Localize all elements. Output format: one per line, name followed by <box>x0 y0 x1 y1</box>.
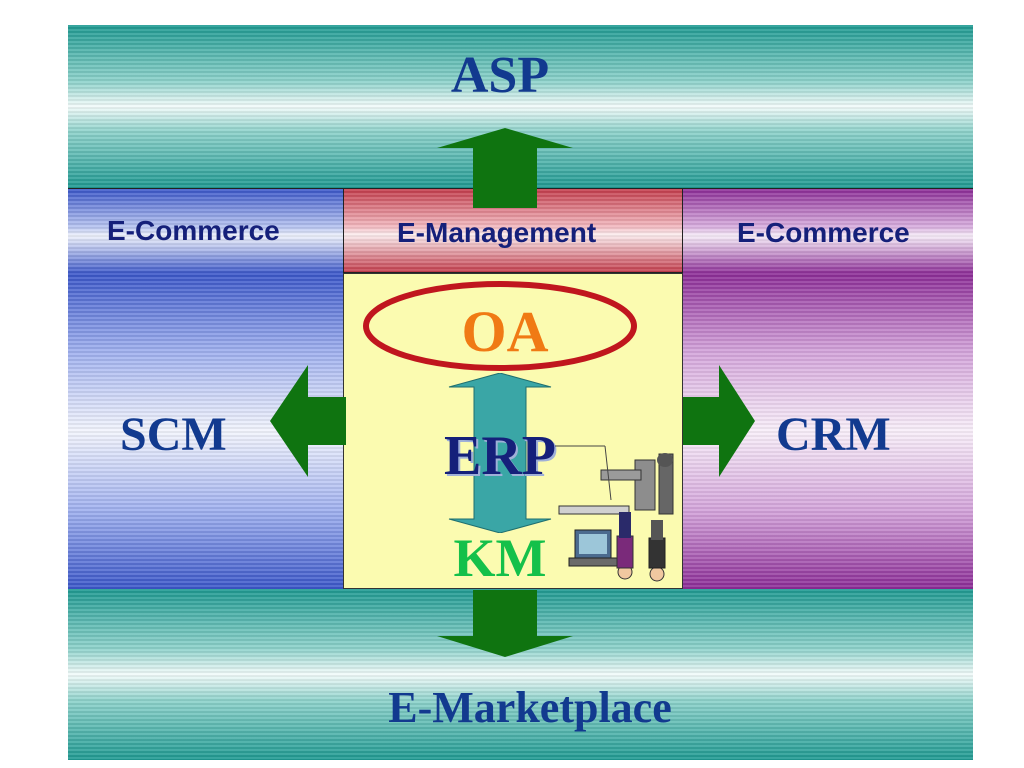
header-left-band <box>68 188 343 275</box>
header-left-label: E-Commerce <box>107 215 280 246</box>
asp-label: ASP <box>450 47 550 104</box>
header-right-band <box>683 188 973 275</box>
right-arrow-icon <box>683 365 755 477</box>
km-label: KM <box>453 528 547 588</box>
header-right-label: E-Commerce <box>737 217 910 248</box>
oa-label: OA <box>461 299 549 364</box>
oa-oval <box>363 281 637 371</box>
crm-label: CRM <box>776 408 891 461</box>
e-marketplace-label: E-Marketplace <box>388 683 672 732</box>
erp-label: ERP <box>444 425 556 487</box>
left-arrow-icon <box>270 365 346 477</box>
down-arrow-icon <box>437 590 573 657</box>
scm-label: SCM <box>120 408 227 461</box>
header-center-label: E-Management <box>397 217 597 248</box>
up-arrow-icon <box>437 128 573 208</box>
people-computer-illustration <box>555 445 674 582</box>
double-arrow-icon <box>448 373 552 533</box>
